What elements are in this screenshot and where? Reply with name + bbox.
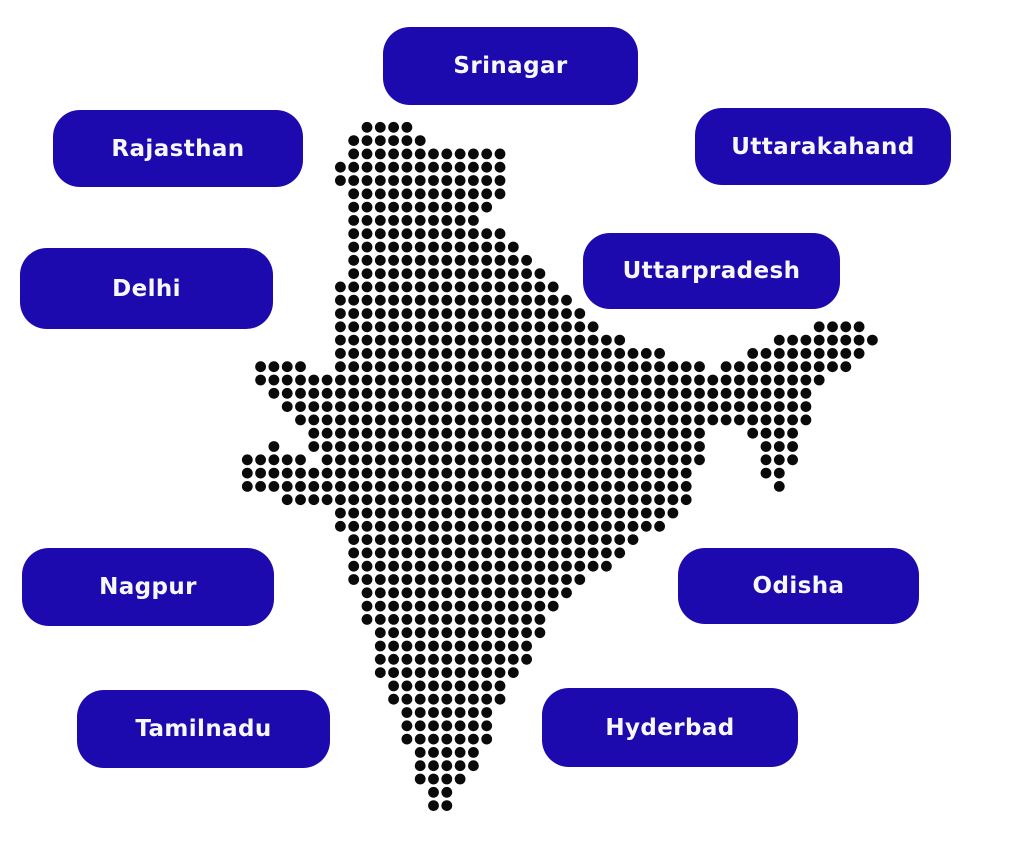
label-hyderbad[interactable]: Hyderbad — [542, 688, 798, 767]
label-text: Odisha — [752, 573, 845, 599]
label-rajasthan[interactable]: Rajasthan — [53, 110, 303, 187]
label-srinagar[interactable]: Srinagar — [383, 27, 638, 105]
label-text: Delhi — [112, 275, 181, 302]
label-text: Tamilnadu — [135, 716, 272, 742]
label-text: Srinagar — [453, 53, 568, 79]
label-text: Nagpur — [99, 574, 197, 600]
label-text: Uttarpradesh — [622, 258, 801, 284]
label-text: Hyderbad — [605, 714, 735, 741]
label-delhi[interactable]: Delhi — [20, 248, 273, 329]
label-text: Uttarakahand — [731, 133, 915, 160]
label-tamilnadu[interactable]: Tamilnadu — [77, 690, 330, 768]
label-text: Rajasthan — [111, 135, 245, 162]
label-nagpur[interactable]: Nagpur — [22, 548, 274, 626]
label-odisha[interactable]: Odisha — [678, 548, 919, 624]
label-uttarpradesh[interactable]: Uttarpradesh — [583, 233, 840, 309]
label-uttarakahand[interactable]: Uttarakahand — [695, 108, 951, 185]
